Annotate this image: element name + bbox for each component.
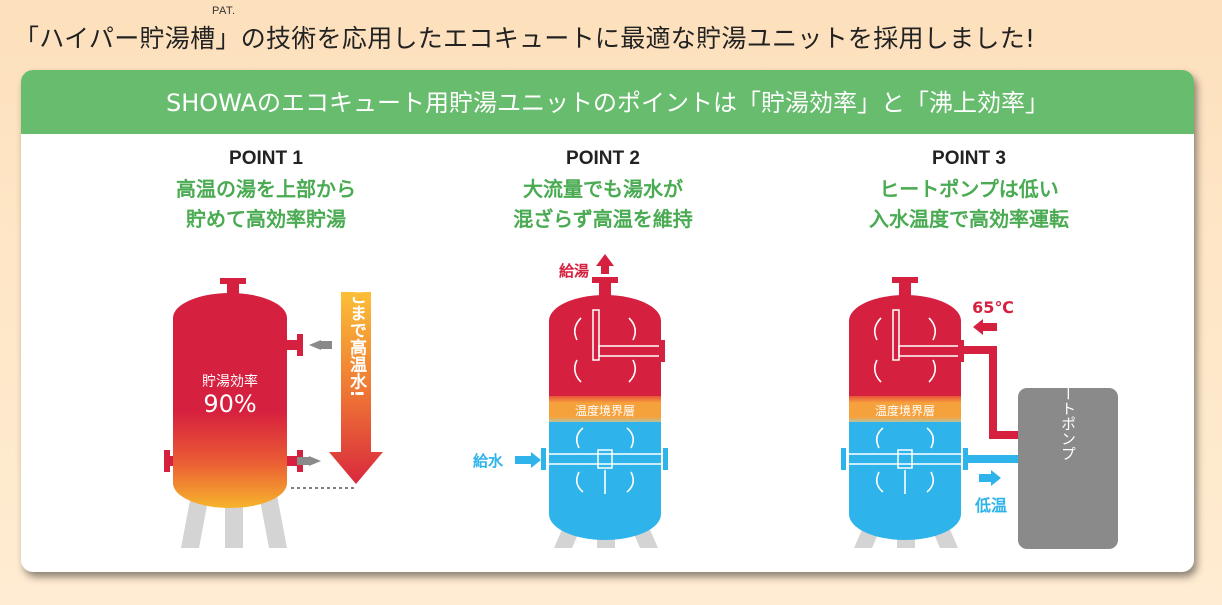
hot-return-arrow — [973, 319, 983, 335]
outlet-arrow — [596, 254, 614, 274]
outlet-label: 給湯 — [559, 262, 589, 280]
heat-pump-label: ヒートポンプ — [1059, 371, 1077, 461]
tank-1-efficiency-value: 90% — [203, 390, 256, 418]
banner-title: SHOWAのエコキュート用貯湯ユニットのポイントは「貯湯効率」と「沸上効率」 — [21, 70, 1194, 134]
point-1-diagram: 貯湯効率 90% ここまで高温水! — [164, 271, 383, 548]
tank-3-hot-zone — [849, 295, 961, 403]
hot-return-pipe — [961, 346, 1019, 439]
point-2-desc-line-2: 混ざらず高温を維持 — [513, 207, 693, 231]
inlet-arrow — [531, 452, 541, 468]
point-3-desc-line-1: ヒートポンプは低い — [879, 177, 1059, 201]
tank-1-body — [173, 293, 287, 508]
tank-2-cold-flow-arrows — [575, 427, 635, 494]
cold-supply-arrow — [991, 470, 1001, 486]
hot-water-depth-label: ここまで高温水! — [346, 271, 367, 398]
tank-3-flow-arrows — [873, 317, 937, 494]
diagrams: 貯湯効率 90% ここまで高温水! 給湯 — [164, 254, 1118, 549]
point-1-description: 高温の湯を上部から 貯めて高効率貯湯 — [116, 174, 416, 234]
tank-2-boundary-label: 温度境界層 — [575, 403, 635, 418]
tank-1-efficiency-label: 貯湯効率 — [202, 373, 258, 390]
hot-water-depth-arrow — [329, 292, 383, 484]
tank-3-boundary-label: 温度境界層 — [875, 403, 935, 418]
tank-1-upper-nozzle — [283, 340, 301, 350]
point-2-description: 大流量でも湯水が 混ざらず高温を維持 — [453, 174, 753, 234]
headline: 「ハイパー貯湯槽」の技術を応用したエコキュートに最適な貯湯ユニットを採用しました… — [14, 24, 1036, 53]
tank-2-top-nozzle — [592, 277, 618, 283]
tank-1-lower-nozzle — [283, 456, 301, 466]
tank-2-hot-zone — [549, 295, 661, 403]
point-3-title: POINT 3 — [932, 148, 1006, 169]
point-1-title: POINT 1 — [229, 148, 303, 169]
tank-3-top-nozzle — [892, 277, 918, 283]
gray-inlet-arrow-lower — [297, 457, 309, 465]
point-2-desc-line-1: 大流量でも湯水が — [523, 177, 683, 201]
point-3-description: ヒートポンプは低い 入水温度で高効率運転 — [819, 174, 1119, 234]
tank-2-hot-flow-arrows — [573, 317, 637, 383]
point-2-title: POINT 2 — [566, 148, 640, 169]
point-2-diagram: 給湯 温度境界層 — [473, 254, 668, 548]
info-card: SHOWAのエコキュート用貯湯ユニットのポイントは「貯湯効率」と「沸上効率」 P… — [21, 70, 1194, 572]
hot-temperature-label: 65℃ — [972, 298, 1014, 317]
low-temperature-label: 低温 — [974, 496, 1007, 515]
heat-pump-unit — [1018, 388, 1118, 549]
point-3-desc-line-2: 入水温度で高効率運転 — [869, 207, 1069, 231]
tank-1-legs — [181, 495, 287, 548]
patent-mark: PAT. — [212, 5, 236, 17]
point-3-diagram: 温度境界層 — [840, 277, 1118, 549]
tank-2-boundary-layer — [549, 396, 661, 424]
inlet-label: 給水 — [473, 452, 504, 470]
tank-3-boundary-layer — [849, 396, 961, 424]
gray-inlet-arrow-upper — [320, 341, 332, 349]
point-1-desc-line-1: 高温の湯を上部から — [176, 177, 356, 201]
point-1-desc-line-2: 貯めて高効率貯湯 — [186, 207, 346, 231]
